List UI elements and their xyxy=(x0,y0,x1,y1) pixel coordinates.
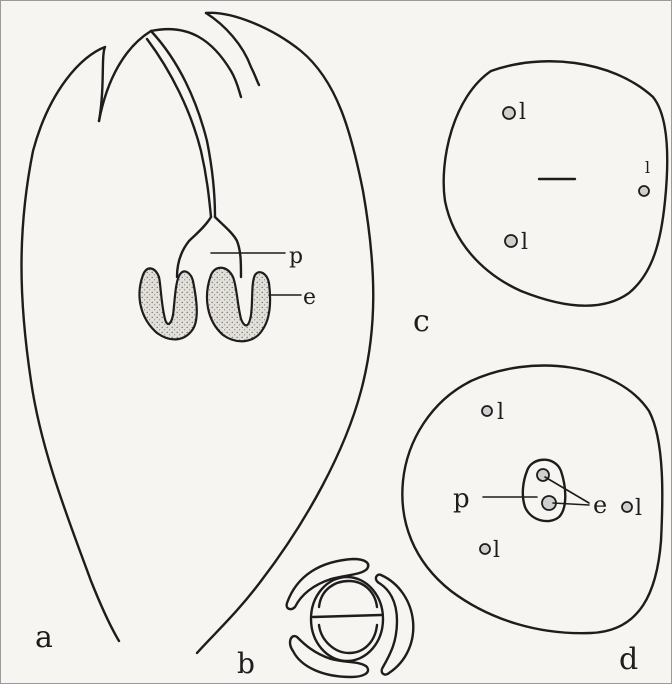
label-d-p: p xyxy=(453,484,470,514)
panel-c-dot-3 xyxy=(639,186,649,196)
panel-b-divider xyxy=(313,615,381,617)
label-a-e: e xyxy=(303,285,316,310)
ovule-right xyxy=(207,268,270,342)
panel-label-d: d xyxy=(619,642,638,677)
outer-wall-left xyxy=(22,47,120,641)
panel-d-outline xyxy=(402,366,662,634)
placenta-fork xyxy=(177,217,241,277)
label-d-e: e xyxy=(593,491,607,519)
label-a-p: p xyxy=(289,244,303,269)
panel-d-dot-1 xyxy=(482,406,492,416)
panel-d-leader-e2 xyxy=(553,503,589,505)
label-c-l3: l xyxy=(645,158,650,177)
panel-b-inner-oval xyxy=(311,577,383,661)
panel-d-dot-3 xyxy=(622,502,632,512)
label-d-l2: l xyxy=(493,538,500,563)
panel-d-dot-2 xyxy=(480,544,490,554)
inner-lobe-left xyxy=(99,31,151,121)
panel-c-drawing xyxy=(444,61,668,305)
panel-label-a: a xyxy=(35,620,53,655)
label-d-l1: l xyxy=(497,400,504,425)
label-c-l2: l xyxy=(521,230,528,255)
panel-b-drawing xyxy=(287,559,414,677)
panel-label-c: c xyxy=(413,304,430,339)
panel-c-dot-1 xyxy=(503,107,515,119)
ovule-left xyxy=(139,268,196,339)
label-c-l1: l xyxy=(519,100,526,125)
panel-b-inner-chamber-bottom xyxy=(319,625,377,653)
label-d-l3: l xyxy=(635,496,642,521)
panel-a-drawing xyxy=(22,13,374,653)
panel-d-drawing xyxy=(402,366,662,634)
panel-label-b: b xyxy=(237,647,255,680)
style-strand-1 xyxy=(147,39,211,217)
panel-c-outline xyxy=(444,61,668,305)
panel-c-dot-2 xyxy=(505,235,517,247)
